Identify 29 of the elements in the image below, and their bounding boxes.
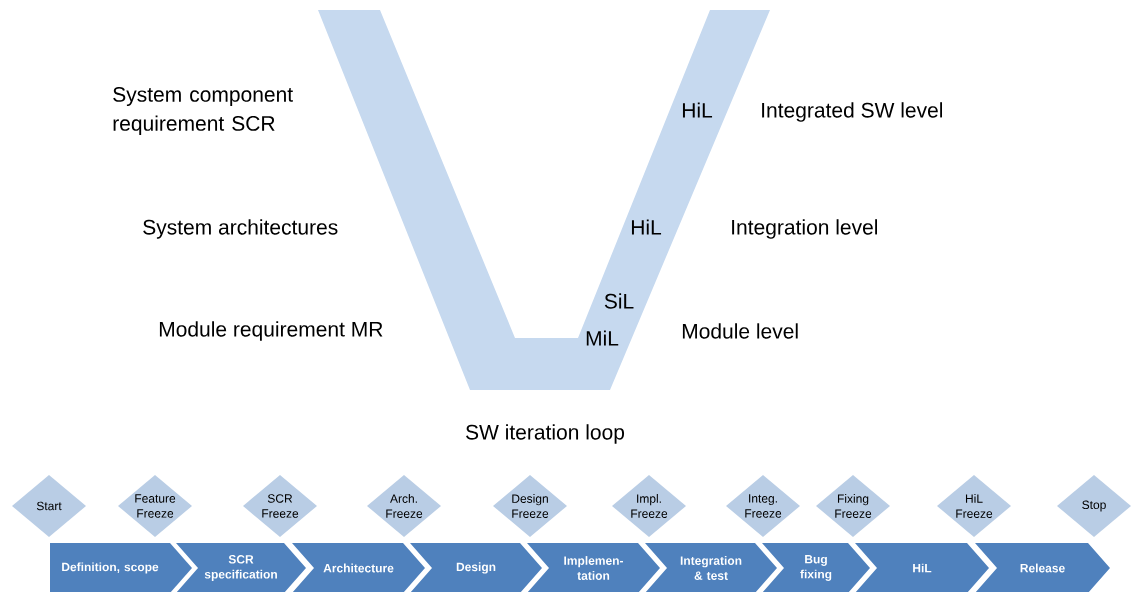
- test-level-tag: HiL: [631, 219, 662, 235]
- process-step: Design: [410, 543, 542, 592]
- node-label: Design: [456, 562, 496, 574]
- level-label: Integrated SW level: [762, 102, 943, 122]
- process-step: HiL: [855, 543, 989, 592]
- process-step: Integration & test: [645, 543, 777, 592]
- process-step: Definition, scope: [50, 543, 192, 592]
- process-step: Bug fixing: [762, 543, 870, 592]
- node-label: Integration & test: [680, 556, 742, 580]
- process-step: Release: [975, 543, 1110, 592]
- test-level-tag: MiL: [586, 330, 619, 346]
- level-label: System component requirement SCR: [113, 87, 293, 135]
- test-level-tag: SiL: [604, 293, 634, 309]
- level-label: Integration level: [732, 219, 877, 239]
- process-step: SCR specification: [176, 543, 306, 592]
- node-label: Architecture: [323, 563, 394, 573]
- process-step: Implemen- tation: [527, 543, 660, 592]
- node-label: Release: [1020, 563, 1065, 573]
- process-step: Architecture: [292, 543, 425, 592]
- node-label: HiL: [913, 563, 932, 573]
- level-label: SW iteration loop: [466, 424, 625, 444]
- node-label: SCR specification: [204, 555, 277, 581]
- test-level-tag: HiL: [682, 102, 713, 118]
- level-label: System architectures: [143, 219, 338, 239]
- level-label: Module requirement MR: [159, 321, 383, 341]
- level-label: Module level: [682, 323, 798, 339]
- node-label: Bug fixing: [800, 555, 832, 581]
- node-label: Definition, scope: [62, 562, 159, 574]
- node-label: Implemen- tation: [564, 556, 624, 580]
